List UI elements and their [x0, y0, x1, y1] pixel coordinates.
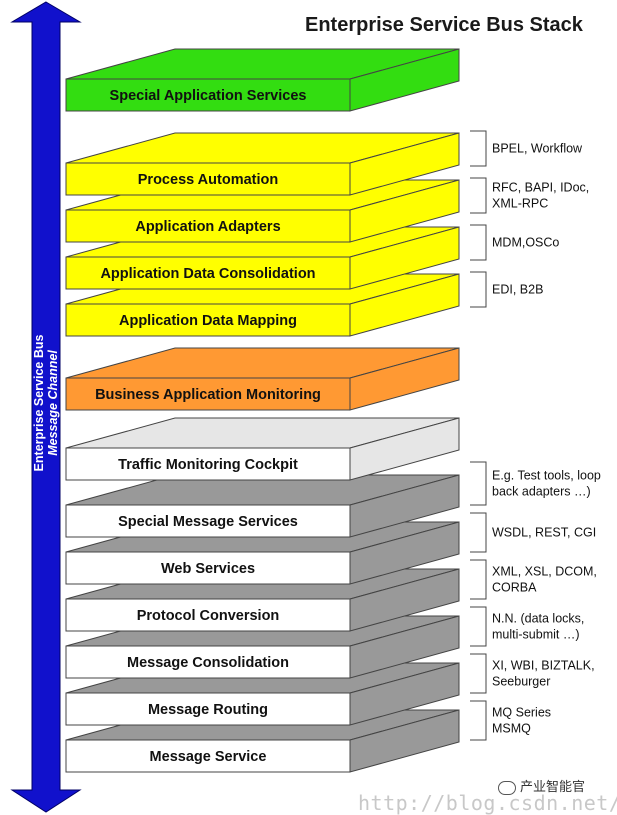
annotation: WSDL, REST, CGI — [470, 512, 596, 553]
annotation-text: E.g. Test tools, loop — [492, 469, 601, 483]
annotation-text: WSDL, REST, CGI — [492, 526, 596, 540]
layer-label: Application Data Consolidation — [100, 266, 315, 282]
annotation-text: multi-submit …) — [492, 628, 580, 642]
annotation-text: back adapters …) — [492, 485, 591, 499]
layer-front-face — [65, 739, 351, 773]
layer-front-face — [65, 78, 351, 112]
annotation: N.N. (data locks, multi-submit …) — [470, 606, 584, 647]
annotation-bracket — [470, 700, 487, 741]
layer-label: Application Adapters — [135, 219, 280, 235]
bus-label-line2: Message Channel — [46, 350, 60, 456]
layer-front-face — [65, 162, 351, 196]
annotation-bracket — [470, 271, 487, 308]
layer-front-face — [65, 209, 351, 243]
annotation: E.g. Test tools, loop back adapters …) — [470, 461, 601, 506]
annotation: XML, XSL, DCOM, CORBA — [470, 559, 597, 600]
annotation-bracket — [470, 653, 487, 694]
annotation-bracket — [470, 512, 487, 553]
layer-label: Protocol Conversion — [137, 608, 280, 624]
page-title: Enterprise Service Bus Stack — [305, 14, 583, 36]
annotation: MDM,OSCo — [470, 224, 559, 261]
brand-mark: 产业智能官 — [498, 776, 585, 795]
annotation-text: CORBA — [492, 581, 537, 595]
layer-label: Message Consolidation — [127, 655, 289, 671]
layer-front-face — [65, 303, 351, 337]
annotation-text: XI, WBI, BIZTALK, — [492, 659, 595, 673]
annotation-text: RFC, BAPI, IDoc, — [492, 181, 589, 195]
brand-text: 产业智能官 — [520, 780, 586, 795]
annotation-bracket — [470, 606, 487, 647]
layer-block: Application Adapters — [65, 179, 460, 243]
layer-label: Web Services — [161, 561, 255, 577]
annotation: XI, WBI, BIZTALK, Seeburger — [470, 653, 595, 694]
layer-label: Business Application Monitoring — [95, 387, 321, 403]
layer-front-face — [65, 692, 351, 726]
annotation-text: XML, XSL, DCOM, — [492, 565, 597, 579]
bus-label: Enterprise Service BusMessage Channel — [32, 335, 60, 472]
annotation-text: MSMQ — [492, 722, 531, 736]
annotation: EDI, B2B — [470, 271, 543, 308]
layer-front-face — [65, 377, 351, 411]
layer-label: Application Data Mapping — [119, 313, 297, 329]
service-bus-arrow: Enterprise Service BusMessage Channel — [10, 1, 82, 813]
annotation: BPEL, Workflow — [470, 130, 583, 167]
annotation-bracket — [470, 559, 487, 600]
annotation-bracket — [470, 130, 487, 167]
layer-block: Special Message Services — [65, 474, 460, 538]
annotation-text: MDM,OSCo — [492, 236, 559, 250]
annotation-bracket — [470, 461, 487, 506]
layer-front-face — [65, 551, 351, 585]
bus-label-line1: Enterprise Service Bus — [32, 335, 46, 472]
layer-front-face — [65, 645, 351, 679]
annotation-text: Seeburger — [492, 675, 550, 689]
layer-front-face — [65, 256, 351, 290]
layer-label: Special Message Services — [118, 514, 298, 530]
layer-front-face — [65, 447, 351, 481]
annotation-text: BPEL, Workflow — [492, 142, 583, 156]
layer-label: Message Service — [150, 749, 267, 765]
annotation-text: MQ Series — [492, 706, 551, 720]
layer-front-face — [65, 598, 351, 632]
annotation-bracket — [470, 224, 487, 261]
annotation-text: EDI, B2B — [492, 283, 543, 297]
layer-stack: Message Service Message Routing Message Co… — [65, 48, 460, 773]
bus-arrow-shape — [10, 1, 82, 813]
annotation: RFC, BAPI, IDoc, XML-RPC — [470, 177, 589, 214]
layer-block: Process Automation — [65, 132, 460, 196]
layer-block: Business Application Monitoring — [65, 347, 460, 411]
annotation-text: XML-RPC — [492, 197, 548, 211]
layer-label: Process Automation — [138, 172, 278, 188]
layer-block: Traffic Monitoring Cockpit — [65, 417, 460, 481]
layer-label: Special Application Services — [110, 88, 307, 104]
layer-block: Special Application Services — [65, 48, 460, 112]
layer-front-face — [65, 504, 351, 538]
layer-label: Message Routing — [148, 702, 268, 718]
annotation-bracket — [470, 177, 487, 214]
annotation-text: N.N. (data locks, — [492, 612, 584, 626]
watermark: http://blog.csdn.net/ — [358, 791, 617, 815]
layer-label: Traffic Monitoring Cockpit — [118, 457, 298, 473]
wechat-icon — [498, 780, 516, 795]
